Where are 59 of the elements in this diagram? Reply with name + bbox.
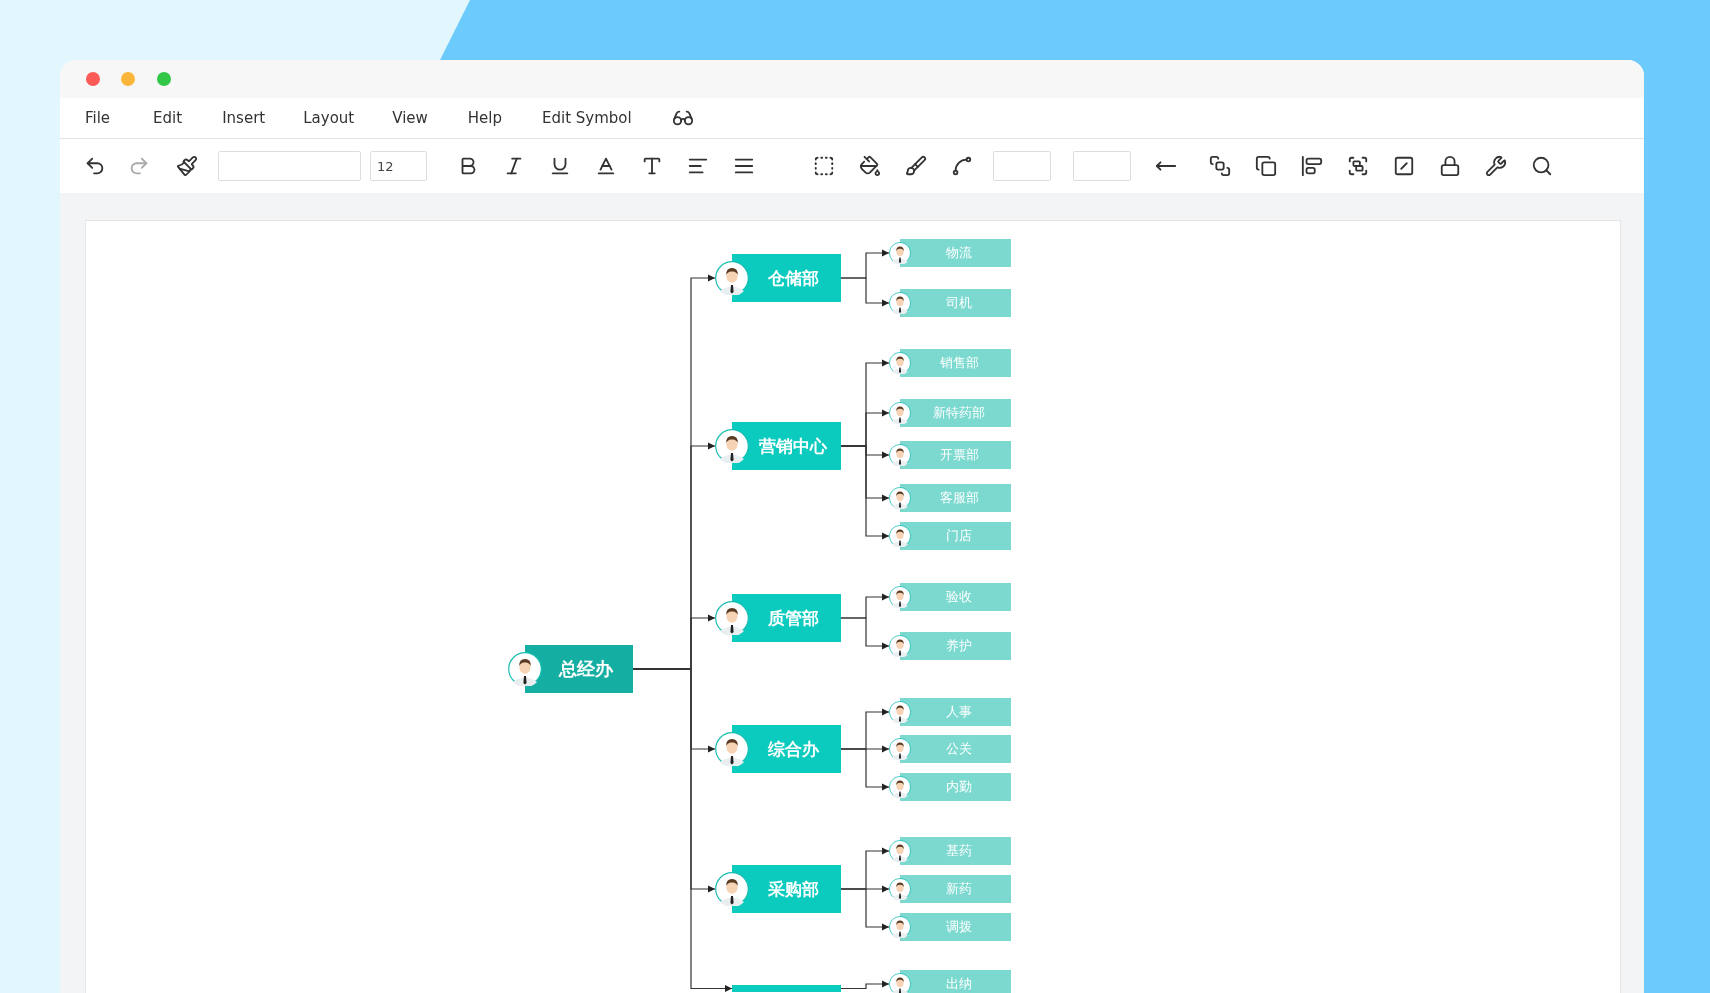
org-box [889, 349, 1011, 377]
box-label: 人事 [945, 703, 973, 721]
box-label: 验收 [945, 588, 973, 606]
box-label: 新特药部 [932, 404, 986, 422]
box-label: 客服部 [938, 489, 980, 507]
menu-item: Edit Symbol [542, 109, 632, 127]
menu-item: View [392, 109, 428, 127]
org-box [732, 985, 841, 992]
org-box [715, 254, 841, 302]
menu-item: Layout [303, 109, 355, 127]
box-label: 基药 [945, 842, 973, 860]
box-label: 质管部 [766, 606, 820, 630]
org-box [889, 913, 1011, 941]
box-label: 综合办 [766, 737, 820, 761]
box-label: 出纳 [945, 975, 973, 993]
org-box [889, 837, 1011, 865]
font-size-field: 12 [370, 151, 427, 181]
box-label: 新药 [945, 880, 973, 898]
box-label: 养护 [945, 637, 973, 655]
org-box [889, 583, 1011, 611]
box-label: 销售部 [938, 354, 980, 372]
connector-arrow [840, 445, 890, 540]
org-box [889, 484, 1011, 512]
box-label: 营销中心 [758, 434, 828, 458]
org-box [508, 645, 633, 693]
org-box [889, 399, 1011, 427]
org-box [715, 865, 841, 913]
org-box [889, 698, 1011, 726]
box-label: 调拨 [945, 918, 973, 936]
org-box [889, 970, 1011, 993]
box-label: 物流 [945, 244, 973, 262]
connector-arrow [840, 980, 890, 990]
org-box [889, 239, 1011, 267]
connector-arrow [840, 617, 890, 650]
org-box [889, 773, 1011, 801]
org-box [715, 594, 841, 642]
org-box [889, 632, 1011, 660]
menu-item: File [85, 109, 111, 127]
connector-arrow [840, 277, 890, 307]
connector-arrow [840, 888, 890, 931]
menu-item: Insert [222, 109, 266, 127]
box-label: 开票部 [938, 446, 980, 464]
org-box [889, 735, 1011, 763]
box-label: 采购部 [766, 877, 820, 901]
box-label: 内勤 [945, 778, 973, 796]
org-box [715, 725, 841, 773]
box-label: 仓储部 [766, 266, 820, 290]
box-label: 公关 [945, 740, 973, 758]
org-box [889, 522, 1011, 550]
menu-item: Help [467, 109, 502, 127]
org-box [889, 875, 1011, 903]
org-box [889, 289, 1011, 317]
box-label: 司机 [945, 294, 973, 312]
box-label: 门店 [945, 527, 973, 545]
menu-item: Edit [153, 109, 183, 127]
org-box [889, 441, 1011, 469]
org-box [715, 422, 841, 470]
connector-arrow [840, 748, 890, 791]
box-label: 总经办 [557, 657, 614, 681]
